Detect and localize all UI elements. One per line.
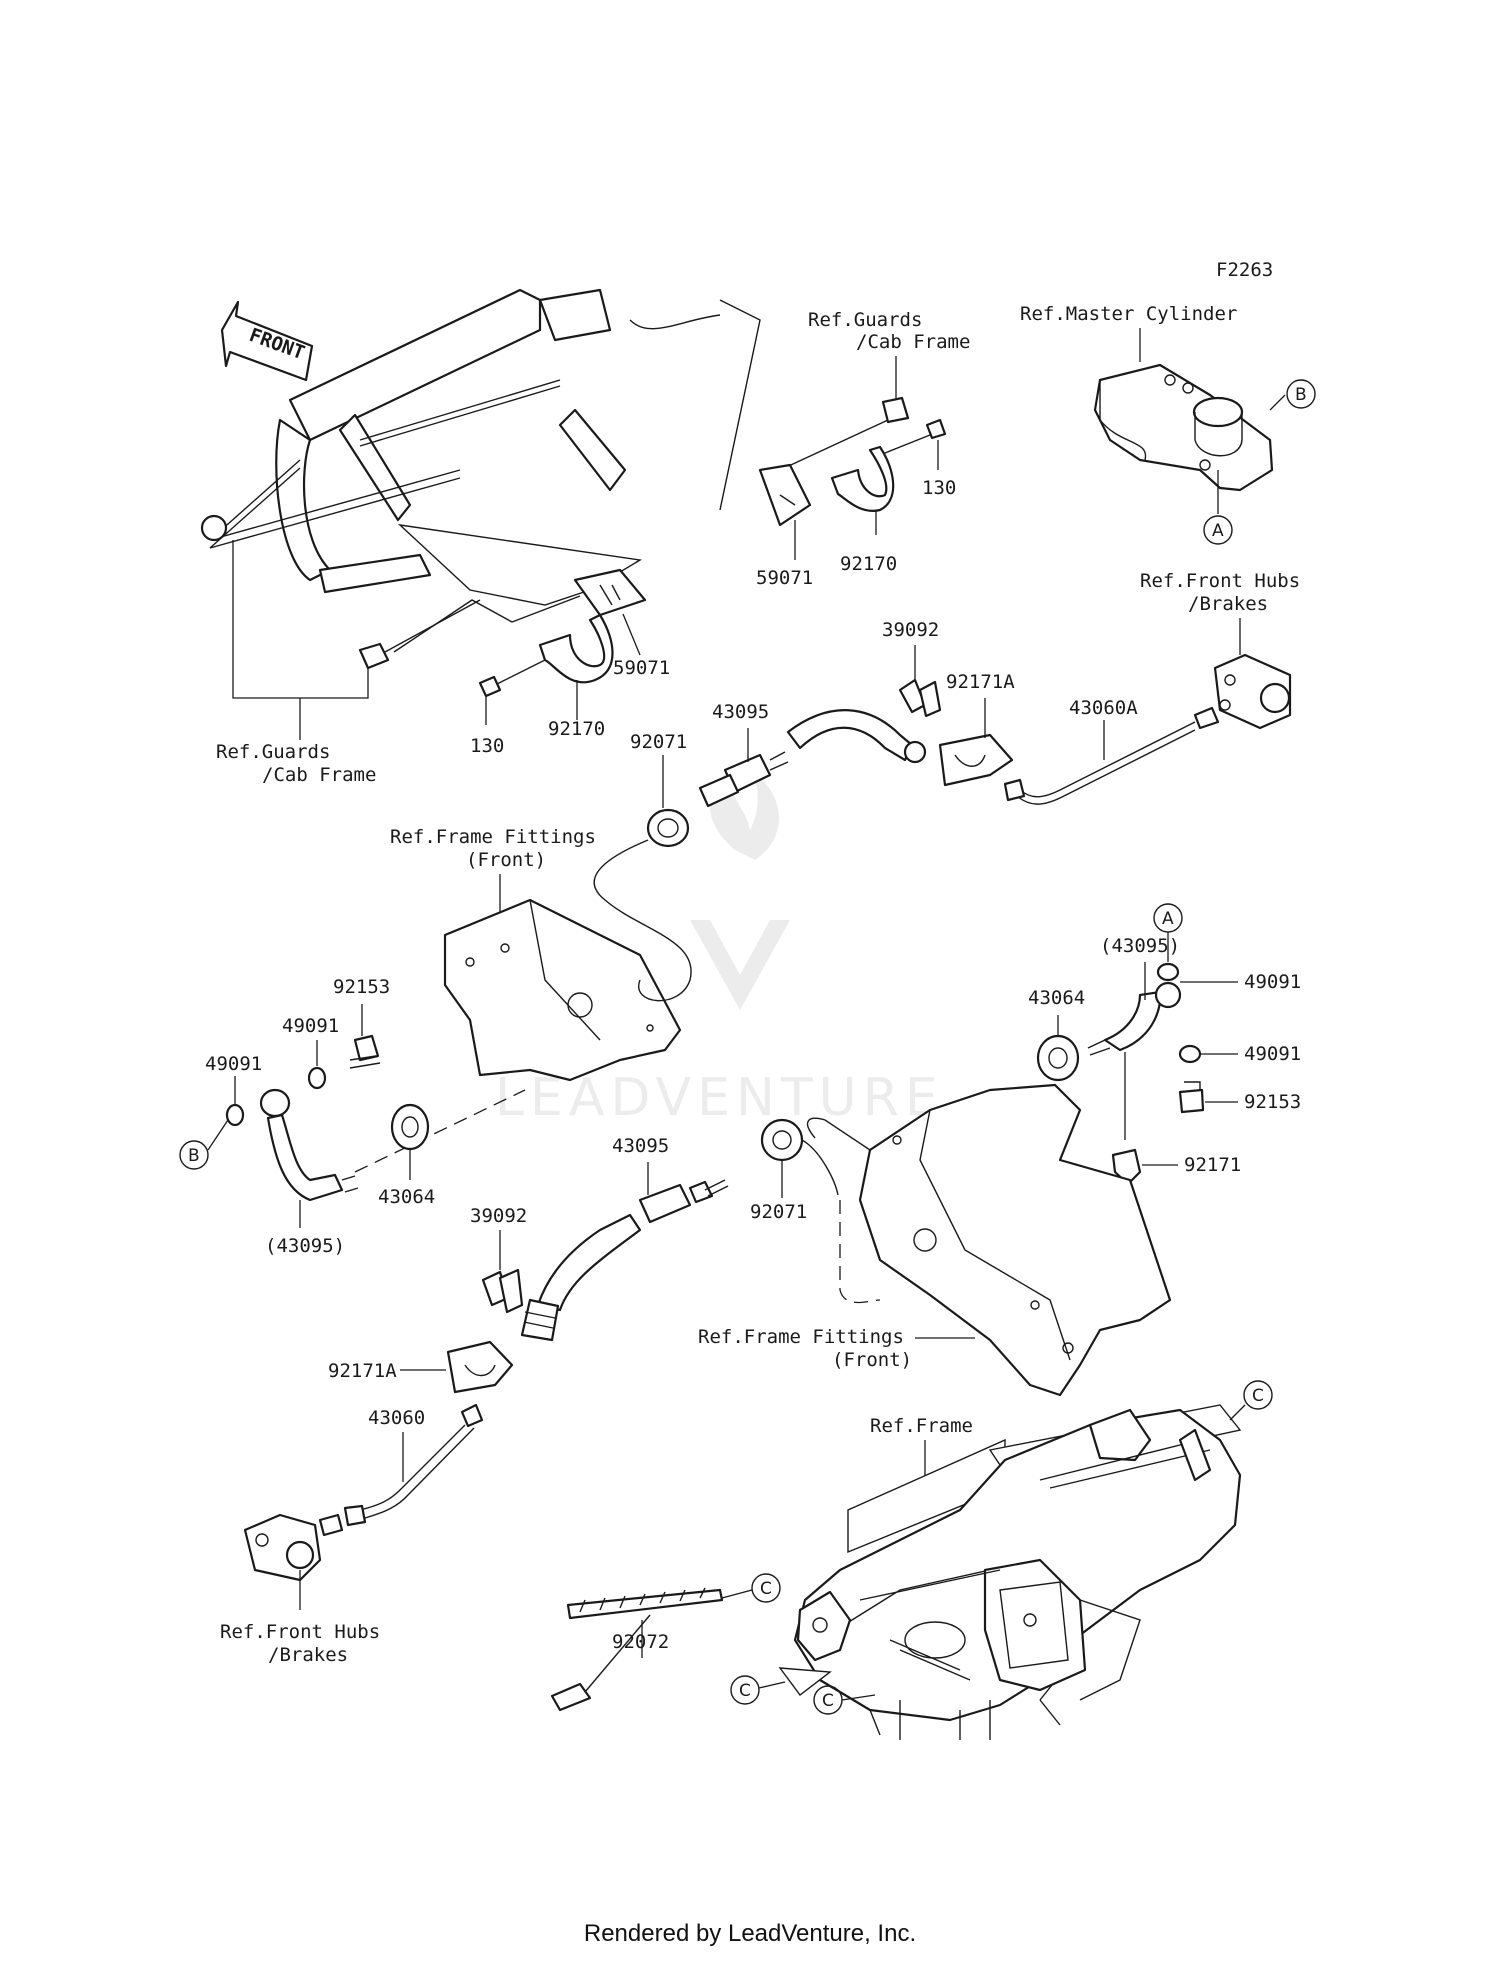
part-92153-right: 92153: [1244, 1091, 1301, 1113]
marker-b-top: B: [1286, 379, 1316, 409]
ref-frame-fittings-lower-2: (Front): [832, 1349, 912, 1371]
ref-frame-fittings-upper-1: Ref.Frame Fittings: [390, 826, 596, 848]
ref-guards-cab-top-2: /Cab Frame: [856, 331, 970, 353]
grommet-92071-top-drawing: [646, 808, 690, 848]
ref-guards-cab-left-2: /Cab Frame: [262, 764, 376, 786]
clip-39092-mid-drawing: [481, 1268, 524, 1314]
cable-tie-92072-drawing: [550, 1587, 724, 1712]
svg-text:A: A: [1162, 909, 1174, 929]
figure-code: F2263: [1216, 259, 1273, 281]
part-130-top: 130: [922, 477, 956, 499]
part-43060a: 43060A: [1069, 697, 1138, 719]
washer-49091-left-b-drawing: [225, 1103, 245, 1127]
cab-frame-drawing: [200, 288, 761, 606]
part-43095-paren-left: (43095): [265, 1235, 345, 1257]
clip-92171a-top-drawing: [938, 733, 1014, 787]
part-43095-paren-right: (43095): [1100, 935, 1180, 957]
marker-c-low-mid: C: [813, 1685, 843, 1715]
ref-frame-fittings-lower-1: Ref.Frame Fittings: [698, 1326, 904, 1348]
part-59071-mid: 59071: [613, 657, 670, 679]
hose-43095-right-drawing: [1087, 981, 1182, 1056]
clamp-92170-top-drawing: [830, 445, 895, 513]
part-49091-right-a: 49091: [1244, 971, 1301, 993]
svg-text:B: B: [1295, 385, 1307, 405]
part-92170-top: 92170: [840, 553, 897, 575]
bolt-92153-left-drawing: [349, 1034, 381, 1069]
bolt-92153-right-drawing: [1178, 1081, 1205, 1114]
part-49091-right-b: 49091: [1244, 1043, 1301, 1065]
part-92153-left: 92153: [333, 976, 390, 998]
svg-text:A: A: [1212, 521, 1224, 541]
part-49091-left-b: 49091: [205, 1053, 262, 1075]
part-92072: 92072: [612, 1631, 669, 1653]
frame-fittings-upper-drawing: [443, 898, 682, 1082]
part-92071-top: 92071: [630, 731, 687, 753]
part-92170-mid: 92170: [548, 718, 605, 740]
ref-guards-cab-left-1: Ref.Guards: [216, 741, 330, 763]
part-49091-left-a: 49091: [282, 1015, 339, 1037]
grommet-92071-mid-drawing: [760, 1118, 804, 1162]
grommet-43064-left-drawing: [390, 1103, 430, 1151]
svg-text:C: C: [760, 1579, 772, 1599]
ref-frame: Ref.Frame: [870, 1415, 973, 1437]
part-92071-mid: 92071: [750, 1201, 807, 1223]
clip-39092-top-drawing: [898, 678, 942, 718]
frame-fittings-lower-drawing: [858, 1083, 1172, 1397]
brake-line-43060a-drawing: [1003, 721, 1196, 805]
part-39092-mid: 39092: [470, 1205, 527, 1227]
part-43060: 43060: [368, 1407, 425, 1429]
part-130-mid: 130: [470, 735, 504, 757]
clip-92171-drawing: [1111, 1148, 1142, 1186]
brake-line-43060-drawing: [343, 1403, 484, 1527]
bolt-130-mid-drawing: [478, 659, 546, 698]
part-59071-top: 59071: [756, 567, 813, 589]
ref-front-hubs-left-2: /Brakes: [268, 1644, 348, 1666]
bracket-59071-top-drawing: [758, 463, 812, 527]
washer-49091-right-b-drawing: [1178, 1044, 1202, 1064]
front-hub-right-drawing: [1193, 653, 1292, 730]
part-43095-mid: 43095: [612, 1135, 669, 1157]
part-43064-left: 43064: [378, 1186, 435, 1208]
part-43064-right: 43064: [1028, 987, 1085, 1009]
washer-49091-left-a-drawing: [307, 1066, 327, 1090]
part-92171a-top: 92171A: [946, 671, 1015, 693]
clip-92171a-mid-drawing: [446, 1340, 514, 1394]
hose-43095-top-drawing: [698, 709, 927, 808]
marker-c-low-left: C: [730, 1675, 760, 1705]
part-92171a-mid: 92171A: [328, 1360, 397, 1382]
marker-b-left: B: [179, 1140, 209, 1170]
clamp-92170-mid-drawing: [538, 613, 614, 684]
bracket-59071-mid-drawing: [573, 568, 647, 617]
svg-text:C: C: [1252, 1386, 1264, 1406]
front-hub-left-drawing: [243, 1513, 344, 1582]
ref-front-hubs-right-2: /Brakes: [1188, 593, 1268, 615]
bolt-130-top-drawing: [879, 418, 947, 456]
ref-master-cylinder: Ref.Master Cylinder: [1020, 303, 1237, 325]
ref-front-hubs-left-1: Ref.Front Hubs: [220, 1621, 380, 1643]
marker-a-top: A: [1203, 515, 1233, 545]
bolt-top-drawing: [779, 396, 910, 471]
part-39092-top: 39092: [882, 619, 939, 641]
part-92171: 92171: [1184, 1154, 1241, 1176]
marker-a-right: A: [1153, 903, 1183, 933]
ref-front-hubs-right-1: Ref.Front Hubs: [1140, 570, 1300, 592]
hose-43095-mid-drawing: [520, 1179, 729, 1342]
hose-43095-left-drawing: [259, 1088, 359, 1202]
svg-text:B: B: [188, 1146, 200, 1166]
ref-frame-fittings-upper-2: (Front): [466, 849, 546, 871]
svg-text:C: C: [822, 1691, 834, 1711]
washer-49091-right-a-drawing: [1156, 962, 1180, 982]
marker-c-frame: C: [1243, 1380, 1273, 1410]
svg-text:C: C: [739, 1681, 751, 1701]
part-43095-top: 43095: [712, 701, 769, 723]
grommet-43064-right-drawing: [1036, 1034, 1080, 1082]
front-arrow-icon: FRONT: [220, 300, 314, 382]
ref-guards-cab-top-1: Ref.Guards: [808, 309, 922, 331]
footer-credit: Rendered by LeadVenture, Inc.: [583, 1920, 917, 1947]
master-cylinder-drawing: [1093, 363, 1274, 492]
marker-c-tie: C: [751, 1573, 781, 1603]
main-frame-drawing: [793, 1404, 1242, 1740]
